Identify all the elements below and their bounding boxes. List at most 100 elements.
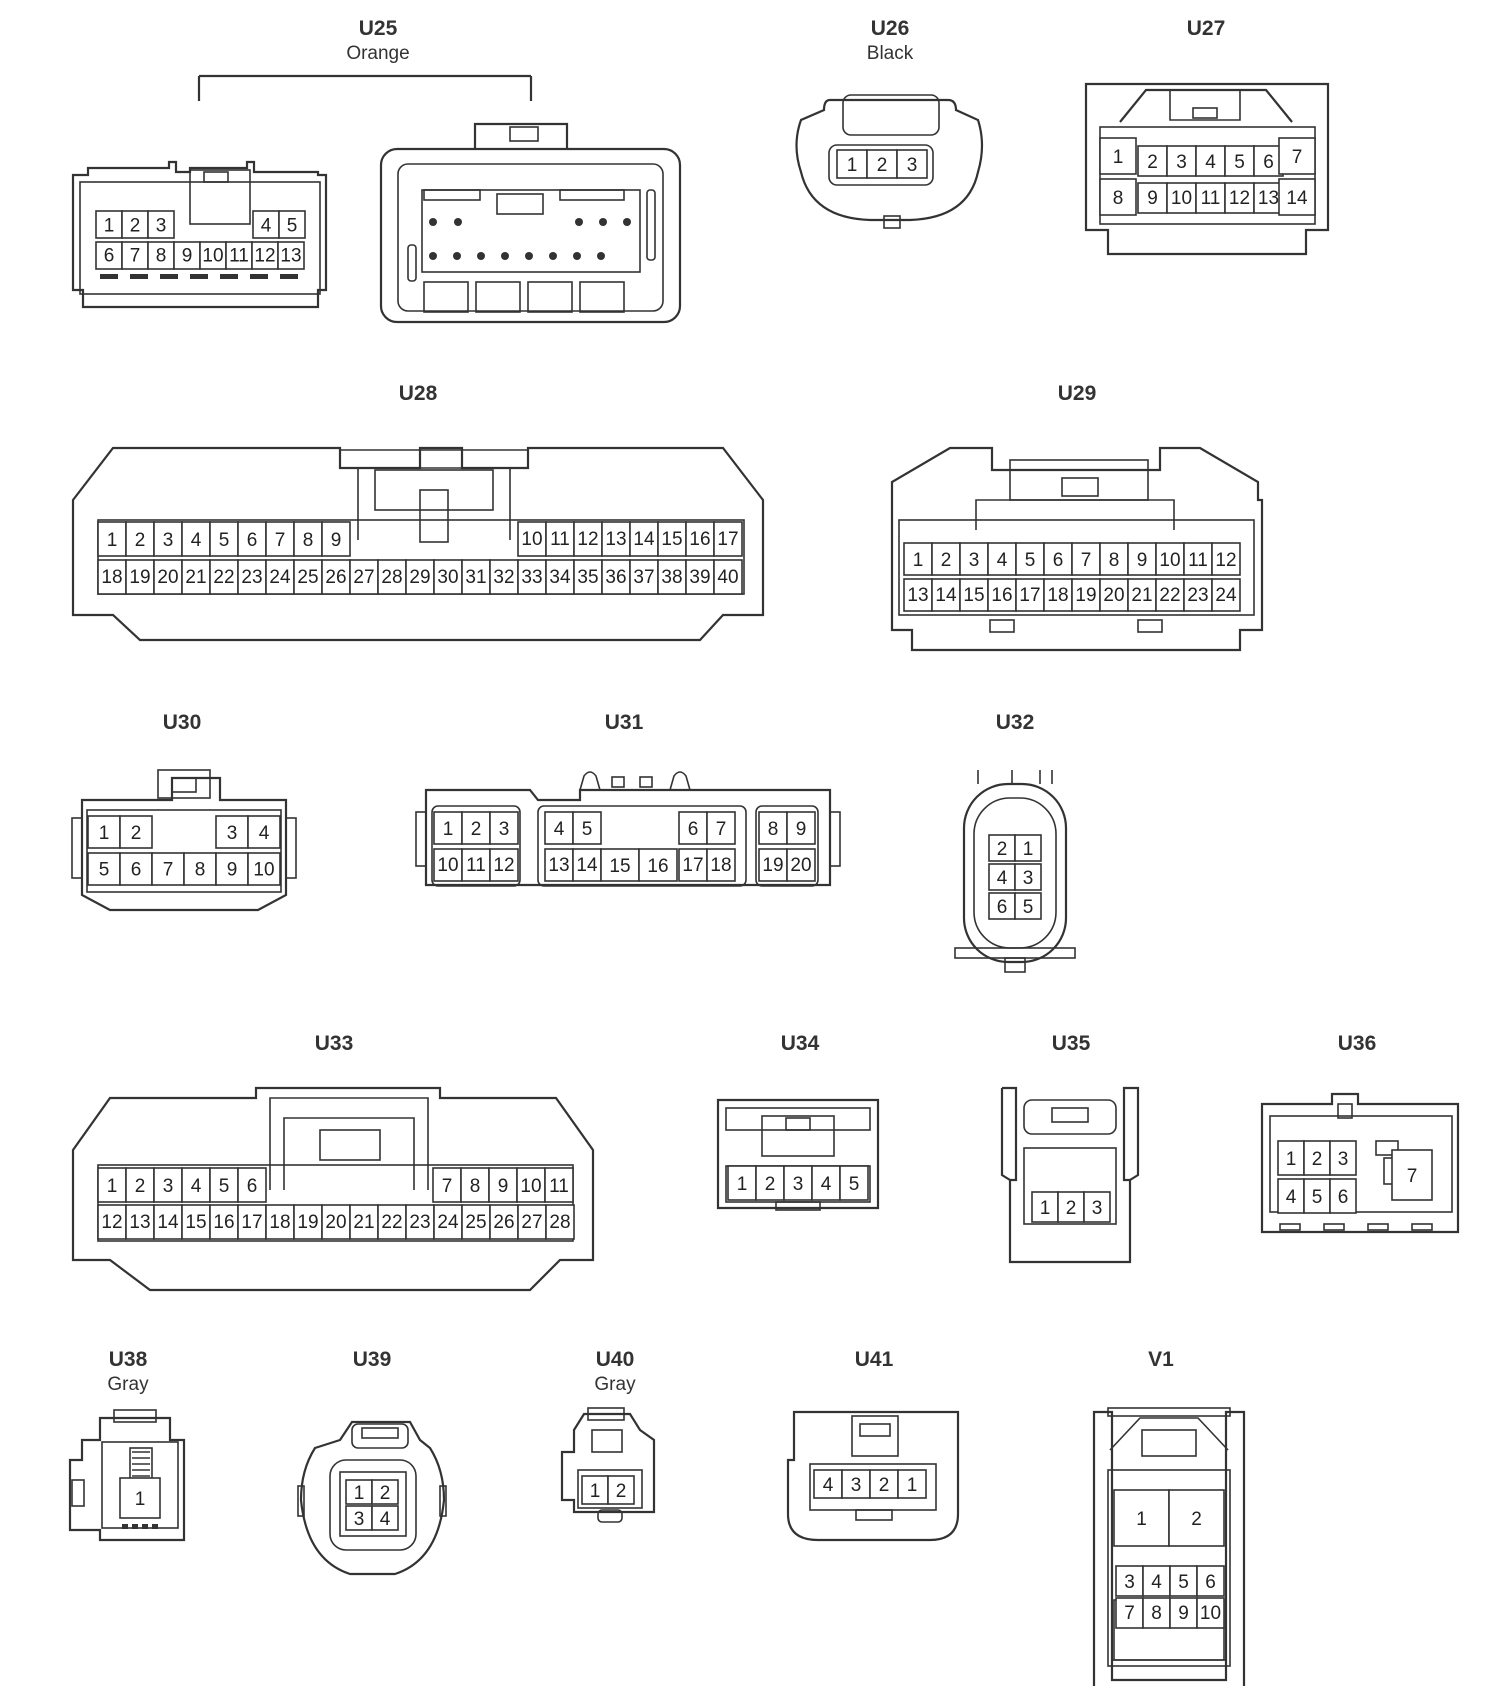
pin-cell: 1	[836, 149, 868, 179]
pin-number: 15	[609, 856, 630, 877]
pin-cell: 5	[1303, 1178, 1331, 1214]
pin-number: 28	[549, 1212, 570, 1233]
pin-cell: 3	[153, 521, 183, 557]
pin-number: 14	[935, 585, 957, 606]
pin-cell: 1	[345, 1479, 373, 1505]
pin-number: 4	[380, 1509, 391, 1530]
pin-number: 8	[1113, 188, 1124, 209]
pin-cell: 6	[237, 1167, 267, 1203]
connector-label: U28	[399, 382, 438, 405]
pin-number: 37	[633, 567, 654, 588]
pin-number: 21	[1131, 585, 1152, 606]
pin-number: 4	[1286, 1187, 1297, 1208]
pin-cell: 26	[489, 1204, 519, 1240]
connector-label: U26	[871, 17, 910, 40]
pin-number: 2	[1191, 1509, 1202, 1530]
connector-label: U31	[605, 711, 644, 734]
pin-cell: 36	[601, 559, 631, 595]
pin-number: 2	[135, 530, 146, 551]
pin-number: 28	[381, 567, 402, 588]
pin-number: 7	[130, 246, 141, 267]
pin-number: 2	[135, 1176, 146, 1197]
pin-cell: 2	[125, 521, 155, 557]
pin-cell: 1	[1014, 834, 1042, 862]
pin-number: 22	[213, 567, 234, 588]
pin-cell: 10	[199, 241, 227, 270]
pin-number: 2	[471, 819, 482, 840]
pin-cell: 10	[1196, 1597, 1225, 1629]
pin-number: 3	[163, 530, 174, 551]
pin-cell: 8	[147, 241, 175, 270]
pin-number: 15	[661, 529, 682, 550]
pin-number: 5	[219, 1176, 230, 1197]
connector-label: U30	[163, 711, 202, 734]
pin-number: 23	[1187, 585, 1208, 606]
pin-cell: 19	[758, 848, 788, 882]
pin-cell: 13	[903, 578, 933, 612]
pin-cell: 5	[278, 210, 306, 239]
pin-number: 11	[1188, 550, 1208, 571]
connector-label: U36	[1338, 1032, 1377, 1055]
pin-number: 9	[1147, 188, 1158, 209]
pin-number: 15	[185, 1212, 206, 1233]
pin-number: 1	[443, 819, 454, 840]
pin-number: 12	[493, 855, 514, 876]
pin-number: 36	[605, 567, 626, 588]
connector-label: U27	[1187, 17, 1226, 40]
pin-cell: 2	[755, 1165, 785, 1201]
connector-label: U29	[1058, 382, 1097, 405]
pin-cell: 1	[1277, 1140, 1305, 1176]
pin-cell: 6	[237, 521, 267, 557]
pin-cell: 2	[371, 1479, 399, 1505]
pin-cell: 8	[1099, 542, 1129, 576]
pin-cell: 2	[931, 542, 961, 576]
pin-number: 5	[1178, 1572, 1189, 1593]
pin-cell: 1	[1113, 1489, 1170, 1547]
pin-number: 3	[163, 1176, 174, 1197]
pin-cell: 2	[988, 834, 1016, 862]
pin-number: 11	[466, 855, 486, 876]
pin-number: 11	[549, 1176, 569, 1197]
pin-number: 2	[130, 215, 141, 236]
pin-number: 6	[247, 1176, 258, 1197]
pin-number: 1	[135, 1489, 146, 1510]
pin-number: 9	[1137, 550, 1148, 571]
pin-cell: 9	[488, 1167, 518, 1203]
pin-cell: 14	[153, 1204, 183, 1240]
pin-cell: 27	[349, 559, 379, 595]
pin-number: 3	[1023, 868, 1034, 889]
pin-number: 19	[762, 855, 783, 876]
pin-number: 1	[104, 215, 115, 236]
pin-number: 7	[442, 1176, 453, 1197]
pin-cell: 4	[813, 1469, 843, 1499]
pin-number: 1	[1286, 1149, 1297, 1170]
connector-label: U38	[109, 1348, 148, 1371]
pin-number: 14	[1286, 188, 1308, 209]
pin-cell: 2	[1057, 1191, 1085, 1223]
pin-number: 9	[498, 1176, 509, 1197]
pin-cell: 23	[1183, 578, 1213, 612]
pin-cell: 4	[252, 210, 280, 239]
pin-cell: 1	[897, 1469, 927, 1499]
pin-cell: 19	[1071, 578, 1101, 612]
pin-cell: 16	[209, 1204, 239, 1240]
pin-cell: 16	[987, 578, 1017, 612]
pin-cell: 20	[153, 559, 183, 595]
pin-number: 16	[689, 529, 710, 550]
pin-number: 4	[259, 823, 270, 844]
pin-cell: 4	[371, 1505, 399, 1531]
pin-number: 5	[1023, 897, 1034, 918]
pin-cell: 9	[1169, 1597, 1198, 1629]
pin-cell: 17	[713, 521, 743, 557]
pin-number: 2	[877, 155, 888, 176]
pin-cell: 13	[277, 241, 305, 270]
pin-cell: 12	[489, 848, 519, 882]
connector-label: U41	[855, 1348, 894, 1371]
pin-cell: 15	[657, 521, 687, 557]
pin-cell: 6	[678, 811, 708, 845]
pin-cell: 2	[1137, 145, 1168, 177]
pin-cell: 11	[225, 241, 253, 270]
